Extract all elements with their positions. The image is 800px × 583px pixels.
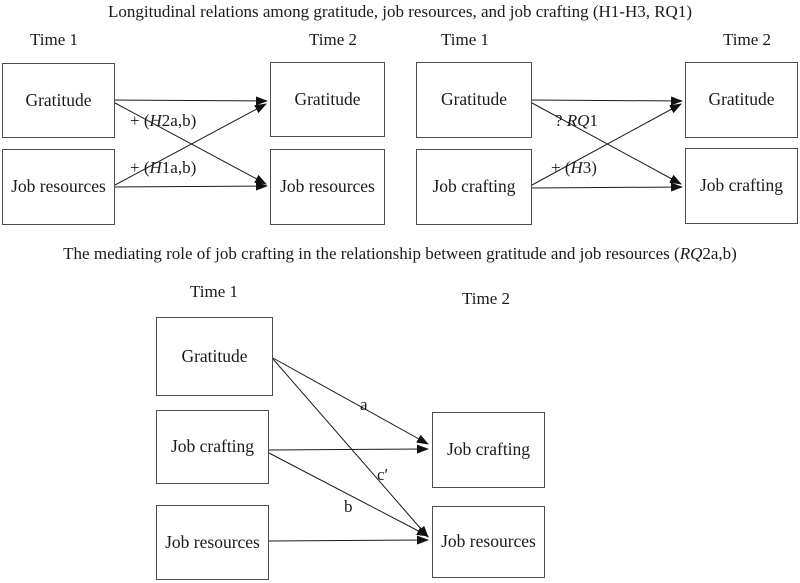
arrow-b-gratitude-t1-to-gratitude-t2 <box>531 96 683 106</box>
panel-a-box-gratitude-t2: Gratitude <box>270 62 385 137</box>
arrow-c-gratitude-to-job-resources-path-c-prime <box>272 358 429 538</box>
arrow-a-gratitude-t1-to-gratitude-t2 <box>114 96 268 106</box>
path-label-h1-post: 1a,b) <box>161 158 197 177</box>
path-label-h3-post: 3) <box>582 158 597 177</box>
panel-a-box-job-resources-t1: Job resources <box>2 149 115 225</box>
panel-b-box-gratitude-t1: Gratitude <box>416 62 532 138</box>
path-label-rq1-post: 1 <box>589 111 598 130</box>
path-label-c-prime: c′ <box>377 465 389 484</box>
panel-c-time2-header: Time 2 <box>461 289 511 308</box>
arrow-b-gratitude-t1-to-job-crafting-t2 <box>531 102 682 185</box>
panel-a-time2-header: Time 2 <box>308 30 358 49</box>
panel-a-box-job-resources-t2: Job resources <box>270 149 385 225</box>
arrow-a-job-resources-t1-to-gratitude-t2 <box>114 103 267 186</box>
path-label-h3: + (H3) <box>551 158 597 178</box>
panel-c-box-job-resources-t2: Job resources <box>432 506 545 578</box>
figure-title-mediation-pre: The mediating role of job crafting in th… <box>63 244 680 263</box>
panel-c-box-job-resources-t1: Job resources <box>156 505 269 580</box>
arrow-c-job-crafting-to-job-resources-path-b <box>268 452 429 537</box>
path-label-h3-italic: H <box>570 158 583 177</box>
arrow-b-job-crafting-t1-to-job-crafting-t2 <box>531 182 683 192</box>
path-label-h2-italic: H <box>149 111 162 130</box>
figure-title-mediation: The mediating role of job crafting in th… <box>0 244 800 264</box>
panel-b-box-gratitude-t2: Gratitude <box>685 62 798 138</box>
arrow-c-job-resources-t1-to-job-resources-t2 <box>268 535 429 545</box>
figure-title-mediation-post: 2a,b) <box>702 244 737 263</box>
panel-b-box-job-crafting-t2: Job crafting <box>685 148 798 224</box>
path-label-h1-italic: H <box>149 158 162 177</box>
arrow-b-job-crafting-t1-to-gratitude-t2 <box>531 103 682 186</box>
panel-b-time1-header: Time 1 <box>440 30 490 49</box>
panel-c-box-job-crafting-t2: Job crafting <box>432 412 545 488</box>
arrow-c-job-crafting-t1-to-job-crafting-t2 <box>268 444 429 454</box>
path-label-h3-pre: + ( <box>551 158 571 177</box>
arrow-a-gratitude-t1-to-job-resources-t2 <box>114 102 267 185</box>
panel-a-time1-header: Time 1 <box>29 30 79 49</box>
figure-title-mediation-italic: RQ <box>679 244 703 263</box>
panel-b-time2-header: Time 2 <box>722 30 772 49</box>
path-label-rq1-pre: ? <box>555 111 567 130</box>
path-label-b: b <box>344 497 353 516</box>
path-label-rq1: ? RQ1 <box>555 111 598 131</box>
path-label-h1: + (H1a,b) <box>130 158 196 178</box>
panel-c-box-job-crafting-t1: Job crafting <box>156 410 269 484</box>
panel-c-box-gratitude-t1: Gratitude <box>156 317 273 396</box>
arrow-a-job-resources-t1-to-job-resources-t2 <box>114 181 268 191</box>
arrow-c-gratitude-to-job-crafting-path-a <box>272 357 429 445</box>
panel-b-box-job-crafting-t1: Job crafting <box>416 149 532 225</box>
path-label-h2: + (H2a,b) <box>130 111 196 131</box>
path-label-h2-pre: + ( <box>130 111 150 130</box>
panel-c-time1-header: Time 1 <box>189 282 239 301</box>
path-label-h1-pre: + ( <box>130 158 150 177</box>
path-label-h2-post: 2a,b) <box>161 111 197 130</box>
figure-title-top: Longitudinal relations among gratitude, … <box>108 2 692 21</box>
panel-a-box-gratitude-t1: Gratitude <box>2 63 115 138</box>
path-label-a: a <box>360 395 368 414</box>
path-label-rq1-italic: RQ <box>566 111 590 130</box>
